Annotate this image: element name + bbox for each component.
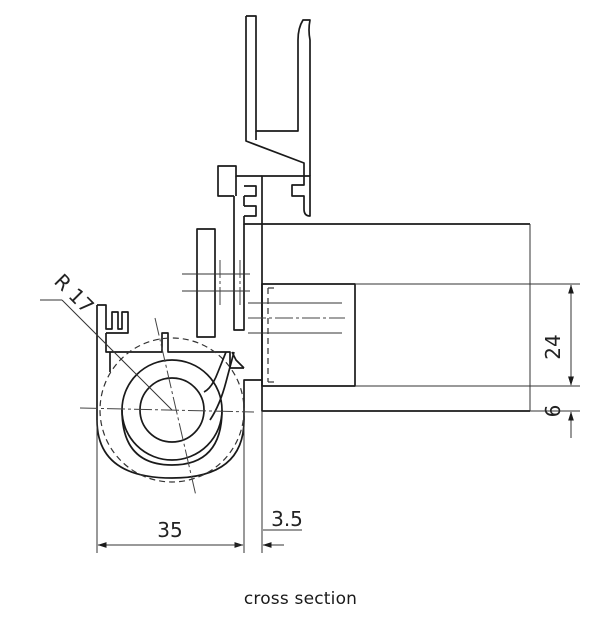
- frame-profile: [217, 15, 311, 331]
- radius-leader: [40, 299, 173, 411]
- offset-label: 6: [541, 405, 565, 418]
- hinge-arm: [182, 228, 250, 338]
- hinge-leaf-block: [248, 283, 356, 387]
- depth-label: 24: [541, 334, 565, 359]
- width-label: 35: [157, 518, 182, 542]
- dimension-lines: [97, 284, 574, 548]
- hinge-body: [79, 304, 262, 497]
- gap-label: 3.5: [271, 507, 303, 531]
- extension-lines: [96, 283, 580, 553]
- drawing-caption: cross section: [243, 589, 358, 609]
- radius-label: R 17: [50, 269, 99, 318]
